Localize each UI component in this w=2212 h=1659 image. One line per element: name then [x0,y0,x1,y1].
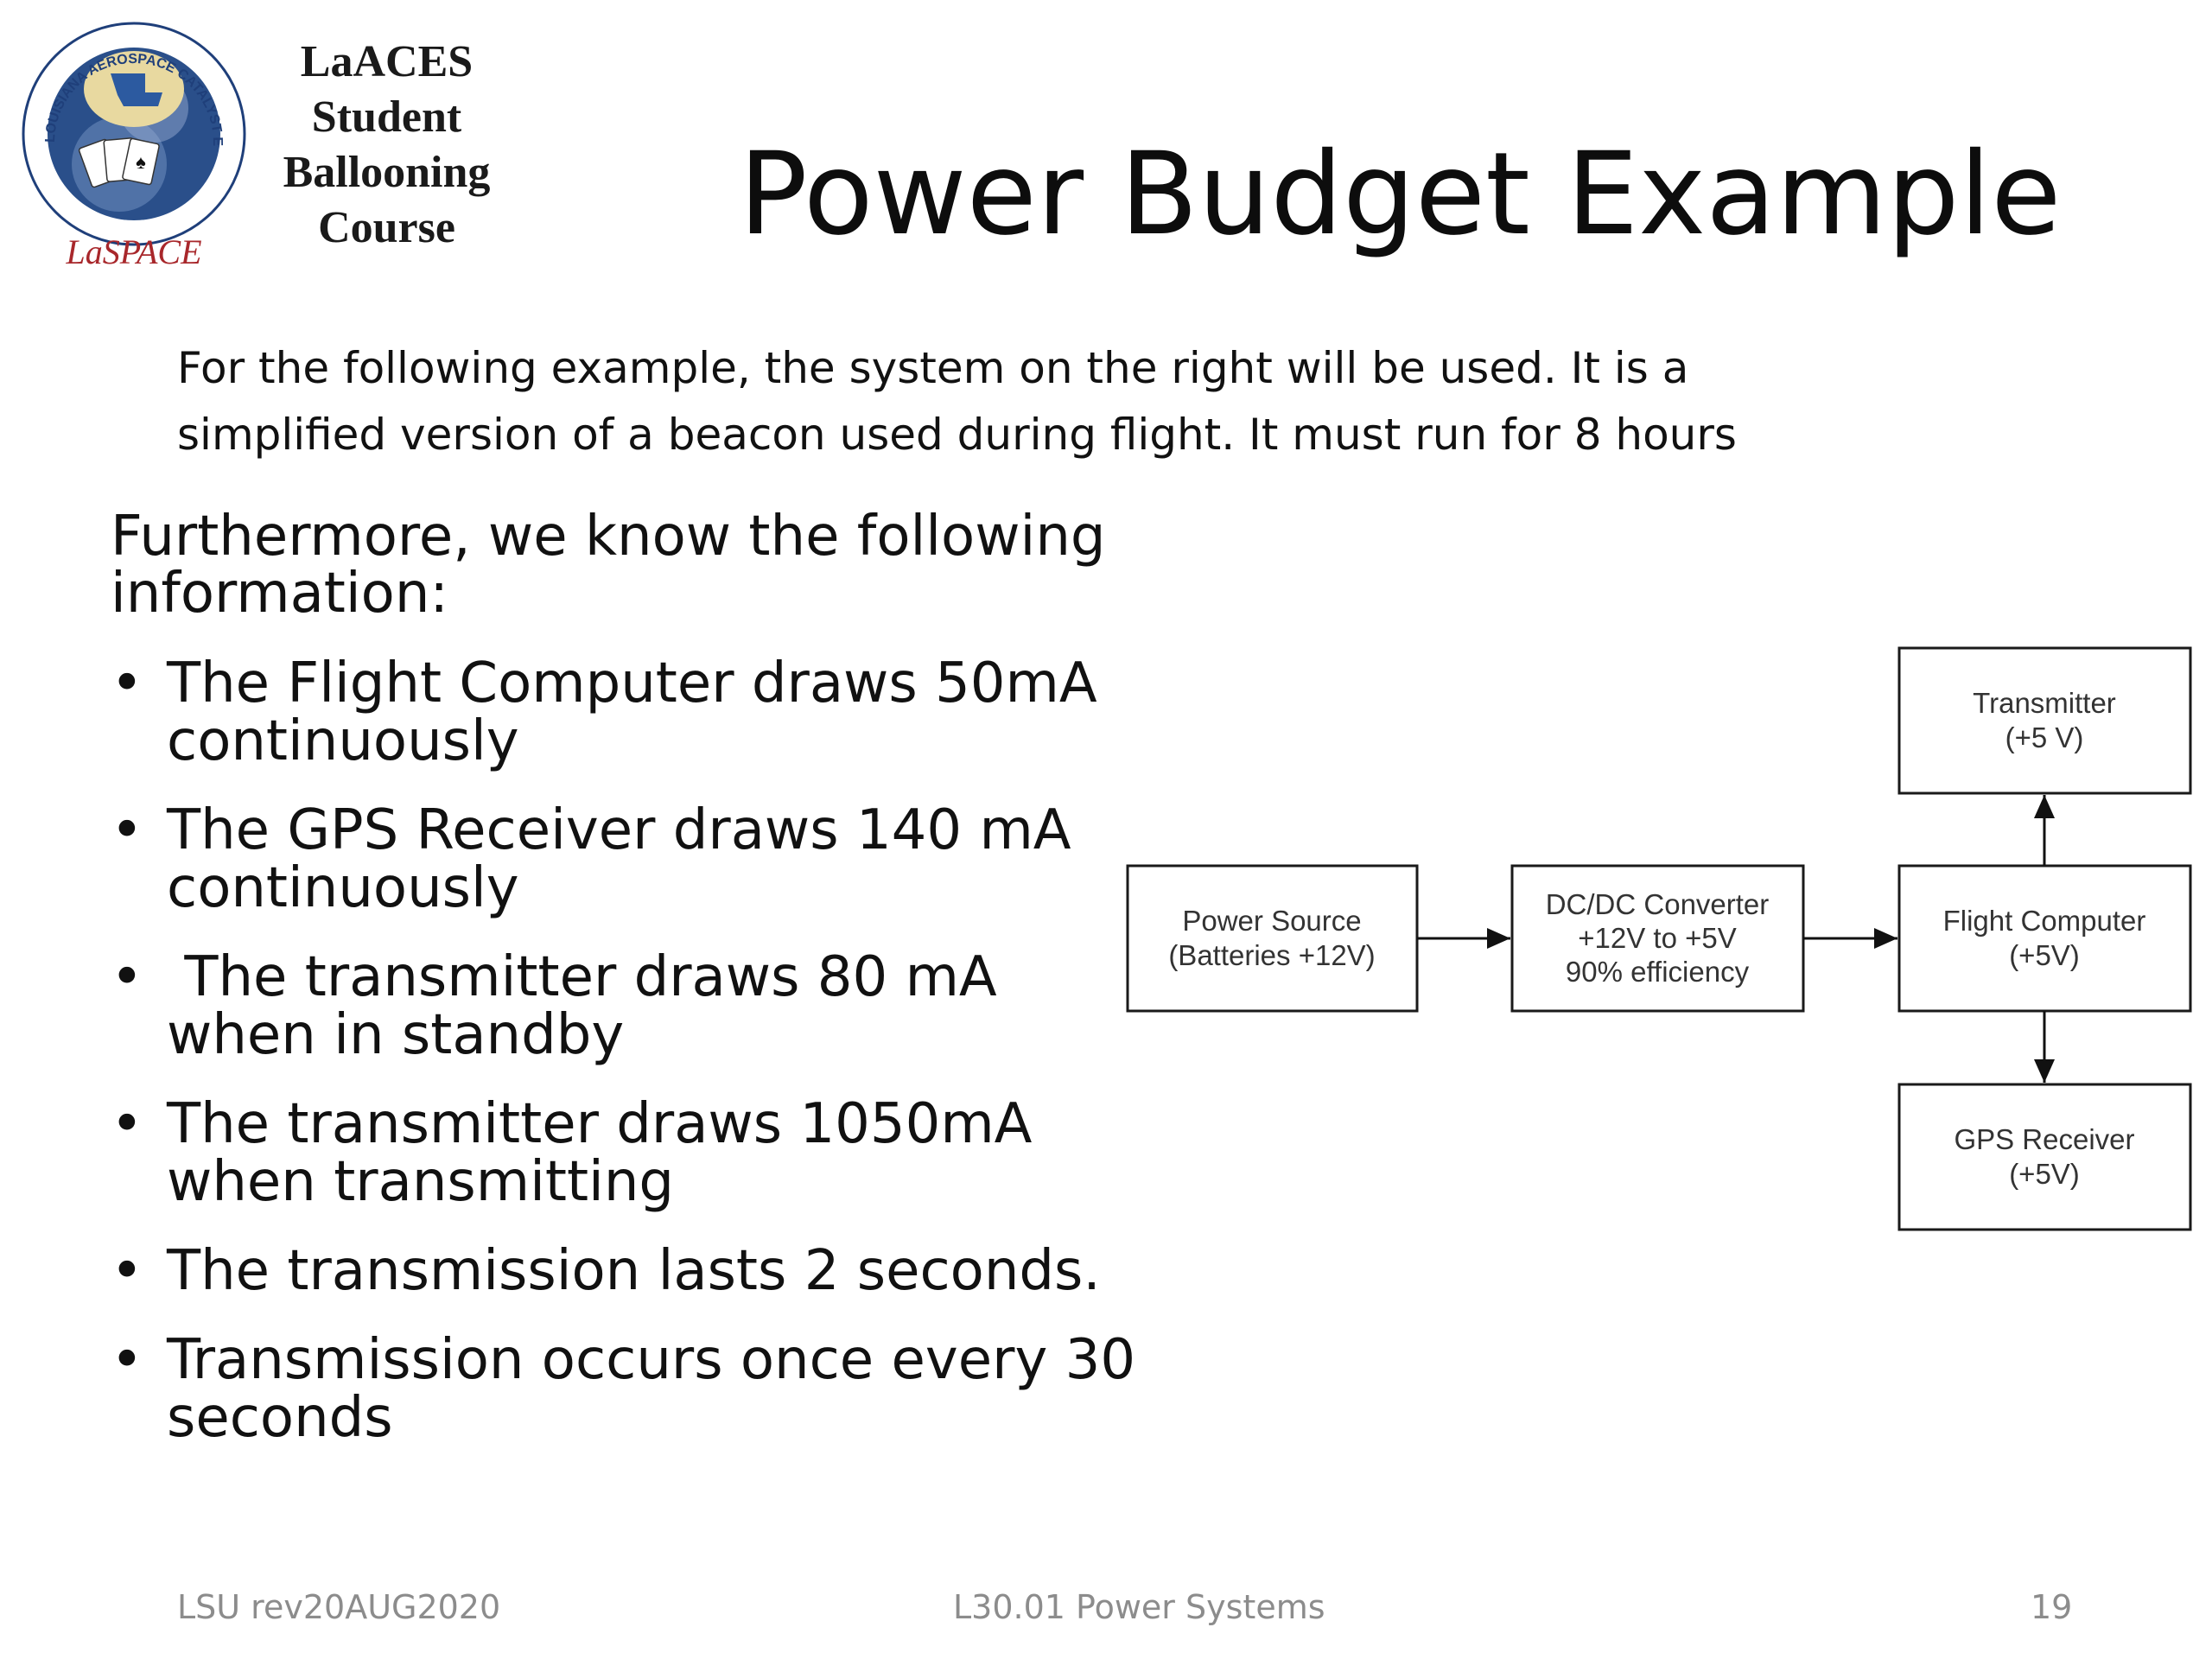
course-title-line: Ballooning [283,148,491,197]
list-item-text: The transmission lasts 2 seconds. [167,1239,1101,1303]
list-item: •The transmission lasts 2 seconds. [111,1243,1156,1300]
list-item-text: The transmitter draws 80 mA when in stan… [167,945,1015,1067]
gps-receiver-block: GPS Receiver (+5V) [1897,1083,2192,1231]
course-title: LaACES Student Ballooning Course [259,35,514,256]
block-label: 90% efficiency [1566,956,1750,988]
course-title-line: LaACES [300,37,474,86]
transmitter-block: Transmitter (+5 V) [1897,646,2192,795]
intro-line: simplified version of a beacon used duri… [177,410,1737,460]
bullet-icon: • [111,798,143,862]
footer-course-section: L30.01 Power Systems [953,1588,1325,1626]
course-title-line: Student [311,92,462,142]
block-label: Transmitter [1973,687,2116,719]
block-label: (+5 V) [2005,721,2084,753]
bullet-icon: • [111,1092,143,1156]
slide-title: Power Budget Example [739,128,2062,261]
block-label: +12V to +5V [1578,922,1736,954]
bullet-icon: • [111,945,143,1009]
list-item-text: Transmission occurs once every 30 second… [167,1328,1136,1450]
requirements-list: • The Flight Computer draws 50mA continuo… [111,655,1156,1478]
block-label: (Batteries +12V) [1168,939,1375,971]
bullet-icon: • [111,652,143,715]
block-label: Flight Computer [1943,905,2146,937]
intro-line: For the following example, the system on… [177,343,1689,393]
list-item: •Transmission occurs once every 30 secon… [111,1332,1156,1447]
louisiana-map-icon [111,73,162,106]
list-item: • The transmitter draws 80 mA when in st… [111,949,1156,1065]
list-item-text: The GPS Receiver draws 140 mA continuous… [167,798,1071,920]
flight-computer-block: Flight Computer (+5V) [1897,864,2192,1013]
svg-text:♠: ♠ [136,151,146,173]
list-item: •The transmitter draws 1050mA when trans… [111,1096,1156,1211]
power-source-block: Power Source (Batteries +12V) [1126,864,1419,1013]
slide-number: 19 [2031,1588,2073,1626]
block-label: (+5V) [2009,1158,2080,1190]
footer-revision: LSU rev20AUG2020 [177,1588,501,1626]
block-label: DC/DC Converter [1546,888,1770,920]
list-item-text: The transmitter draws 1050mA when transm… [167,1092,1033,1214]
block-label: GPS Receiver [1954,1123,2134,1155]
intro-paragraph: For the following example, the system on… [177,335,1871,468]
playing-cards-icon: ♠ [78,137,160,188]
system-block-diagram: Power Source (Batteries +12V) DC/DC Conv… [1126,646,2192,1231]
laspace-wordmark: LaSPACE [65,232,201,271]
bullet-icon: • [111,1239,143,1303]
block-label: (+5V) [2009,939,2080,971]
laspace-logo: ♠ LOUISIANA AEROSPACE CATALYST EXPERIENC… [16,13,246,271]
bullet-icon: • [111,1328,143,1392]
course-title-line: Course [318,203,455,252]
block-label: Power Source [1182,905,1361,937]
list-item: •The GPS Receiver draws 140 mA continuou… [111,802,1156,918]
lead-text: Furthermore, we know the following infor… [111,505,1106,626]
dcdc-converter-block: DC/DC Converter +12V to +5V 90% efficien… [1510,864,1805,1013]
list-item: • The Flight Computer draws 50mA continuo… [111,655,1156,771]
list-item-text: The Flight Computer draws 50mA continuou… [167,652,1097,773]
